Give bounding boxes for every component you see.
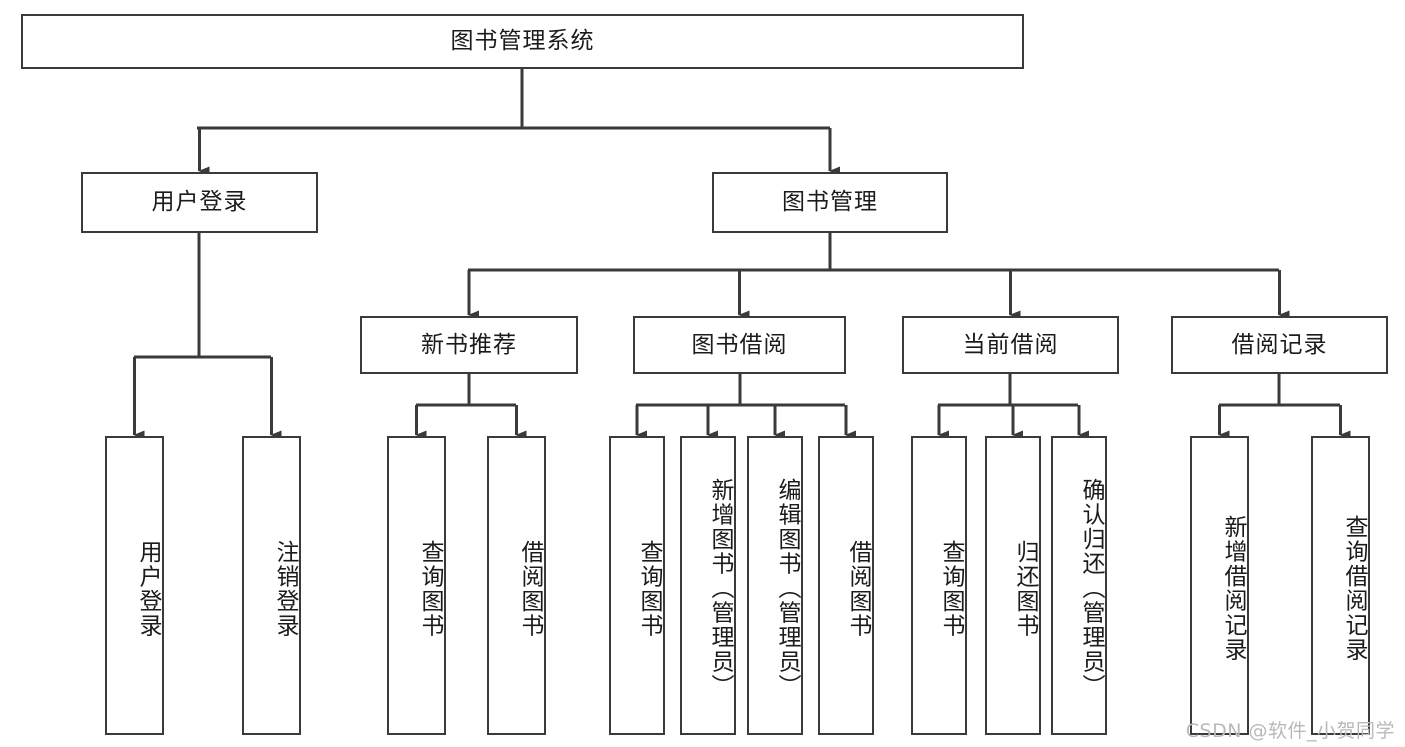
node-label: 查询图书	[636, 539, 662, 638]
node-label: 查询图书	[417, 539, 443, 638]
leaf-borrow-add-book[interactable]: 新增图书（管理员）	[680, 436, 736, 735]
node-label: 新书推荐	[421, 331, 517, 358]
node-label: 编辑图书（管理员）	[774, 478, 800, 699]
node-label: 新增借阅记录	[1220, 515, 1246, 662]
node-label: 确认归还（管理员）	[1078, 478, 1104, 699]
leaf-current-confirm-return[interactable]: 确认归还（管理员）	[1051, 436, 1107, 735]
node-label: 注销登录	[272, 539, 298, 638]
node-borrow-record[interactable]: 借阅记录	[1171, 316, 1388, 374]
node-label: 借阅记录	[1231, 331, 1328, 358]
watermark: CSDN @软件_小贺同学	[1185, 720, 1395, 742]
node-label: 查询借阅记录	[1341, 515, 1367, 662]
leaf-borrow-borrow-book[interactable]: 借阅图书	[818, 436, 874, 735]
node-user-login-module[interactable]: 用户登录	[81, 172, 318, 233]
leaf-user-logout[interactable]: 注销登录	[242, 436, 301, 735]
leaf-user-login[interactable]: 用户登录	[105, 436, 164, 735]
leaf-borrow-query-book[interactable]: 查询图书	[609, 436, 665, 735]
node-new-book-recommend[interactable]: 新书推荐	[360, 316, 578, 374]
node-label: 用户登录	[151, 189, 248, 216]
node-label: 图书借阅	[691, 331, 788, 358]
leaf-current-return-book[interactable]: 归还图书	[985, 436, 1041, 735]
leaf-record-query[interactable]: 查询借阅记录	[1311, 436, 1370, 735]
node-label: 当前借阅	[962, 331, 1059, 358]
node-root[interactable]: 图书管理系统	[21, 14, 1024, 69]
node-label: 图书管理	[782, 189, 878, 216]
node-label: 用户登录	[135, 539, 161, 638]
leaf-record-add[interactable]: 新增借阅记录	[1190, 436, 1249, 735]
node-current-borrow[interactable]: 当前借阅	[902, 316, 1119, 374]
node-label: 查询图书	[938, 539, 964, 638]
leaf-new-borrow-book[interactable]: 借阅图书	[487, 436, 546, 735]
node-book-management-module[interactable]: 图书管理	[712, 172, 948, 233]
node-label: 新增图书（管理员）	[707, 478, 733, 699]
node-label: 借阅图书	[845, 539, 871, 638]
leaf-new-query-book[interactable]: 查询图书	[387, 436, 446, 735]
node-label: 图书管理系统	[450, 28, 595, 55]
node-label: 归还图书	[1012, 539, 1038, 638]
leaf-borrow-edit-book[interactable]: 编辑图书（管理员）	[747, 436, 803, 735]
leaf-current-query-book[interactable]: 查询图书	[911, 436, 967, 735]
node-label: 借阅图书	[517, 539, 543, 638]
node-book-borrow[interactable]: 图书借阅	[633, 316, 846, 374]
